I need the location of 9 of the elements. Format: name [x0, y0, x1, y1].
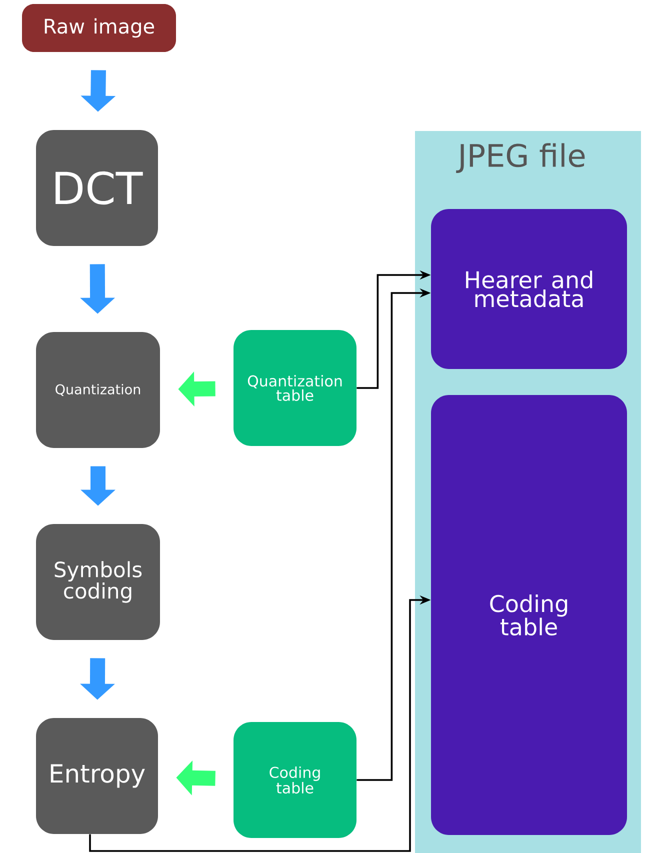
process-box: DCT	[36, 130, 158, 246]
start-box: Raw image	[22, 4, 176, 52]
table-box: Coding table	[234, 722, 356, 838]
process-box: Symbols coding	[36, 524, 160, 640]
table-box: Quantization table	[234, 330, 356, 446]
process-box: Quantization	[36, 332, 160, 448]
content-box: Coding table	[431, 395, 627, 835]
content-box: Hearer and metadata	[431, 209, 627, 369]
process-box: Entropy	[36, 718, 158, 834]
